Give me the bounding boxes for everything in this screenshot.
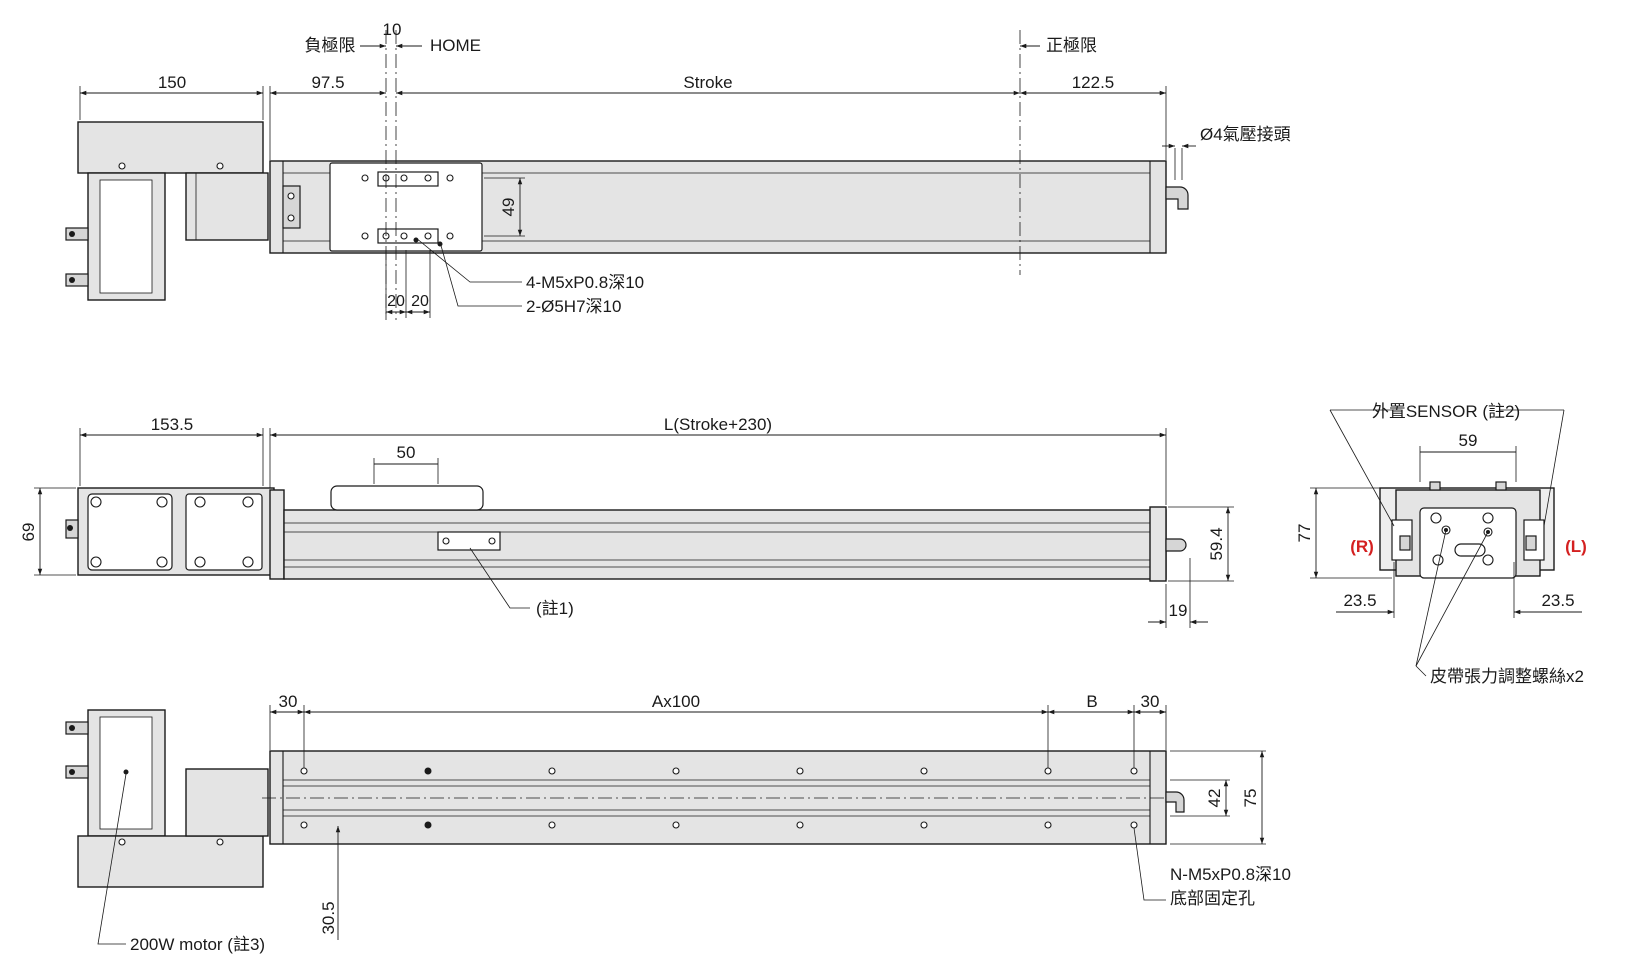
- label-L: (L): [1565, 537, 1587, 556]
- dim-23-5-left: 23.5: [1343, 591, 1376, 610]
- callout-belt-tension: 皮帶張力調整螺絲x2: [1430, 667, 1584, 686]
- dim-97-5: 97.5: [311, 73, 344, 92]
- label-home: HOME: [430, 36, 481, 55]
- dim-B: B: [1086, 692, 1097, 711]
- dim-20b: 20: [411, 293, 429, 310]
- dim-122-5: 122.5: [1072, 73, 1115, 92]
- dim-19: 19: [1169, 601, 1188, 620]
- dim-49: 49: [499, 198, 518, 217]
- dim-30-left: 30: [279, 692, 298, 711]
- label-positive-limit: 正極限: [1046, 36, 1097, 55]
- dim-20a: 20: [387, 293, 405, 310]
- callout-note-1: (註1): [536, 599, 574, 618]
- callout-sensor: 外置SENSOR (註2): [1372, 402, 1520, 421]
- end-plate-side: [269, 489, 285, 580]
- dim-10: 10: [383, 20, 402, 39]
- side-view: (註1) 153.5 L(Stroke+230) 50 69 59.4 19: [19, 415, 1234, 628]
- sensor-plate-side: [437, 531, 501, 551]
- callout-fix-holes-line1: N-M5xP0.8深10: [1170, 865, 1291, 884]
- callout-fix-holes-line2: 底部固定孔: [1170, 889, 1255, 908]
- bottom-view: 30 Ax100 B 30 42 75 30.5 N-M5xP0.8深10 底部…: [65, 692, 1291, 954]
- label-air-fitting: Ø4氣壓接頭: [1200, 125, 1291, 144]
- dim-23-5-right: 23.5: [1541, 591, 1574, 610]
- air-fitting-side: [1165, 538, 1187, 552]
- dim-42: 42: [1205, 789, 1224, 808]
- dim-30-right: 30: [1141, 692, 1160, 711]
- dim-59-4: 59.4: [1207, 527, 1226, 560]
- mounting-holes: [300, 767, 1138, 829]
- dim-77: 77: [1295, 524, 1314, 543]
- dim-153-5: 153.5: [151, 415, 194, 434]
- dim-59: 59: [1459, 431, 1478, 450]
- label-negative-limit: 負極限: [305, 36, 356, 55]
- dim-75: 75: [1241, 789, 1260, 808]
- motor-block-top: [77, 121, 264, 174]
- callout-motor: 200W motor (註3): [130, 935, 265, 954]
- callout-dowel-holes: 2-Ø5H7深10: [526, 297, 621, 316]
- label-R: (R): [1350, 537, 1374, 556]
- air-fitting-bottom: [1165, 791, 1185, 813]
- dim-150: 150: [158, 73, 186, 92]
- end-view: 外置SENSOR (註2) 59 77 (R) (L) 23.5 23.5 皮帶…: [1295, 402, 1587, 686]
- carriage-side: [330, 485, 484, 511]
- motor-block-bottom: [77, 835, 264, 888]
- dim-69: 69: [19, 523, 38, 542]
- dim-stroke: Stroke: [683, 73, 732, 92]
- air-fitting-top: [1165, 186, 1189, 210]
- callout-m5-holes: 4-M5xP0.8深10: [526, 273, 644, 292]
- dim-50: 50: [397, 443, 416, 462]
- dim-L-stroke-230: L(Stroke+230): [664, 415, 772, 434]
- rail-body-bottom: [269, 750, 1167, 845]
- coupling-top: [185, 172, 269, 241]
- dim-30-5: 30.5: [319, 901, 338, 934]
- dim-ax100: Ax100: [652, 692, 700, 711]
- rail-body-side: [283, 509, 1167, 580]
- top-view: 150 97.5 Stroke 122.5 10 負極限 HOME 正極限 Ø4…: [65, 20, 1291, 320]
